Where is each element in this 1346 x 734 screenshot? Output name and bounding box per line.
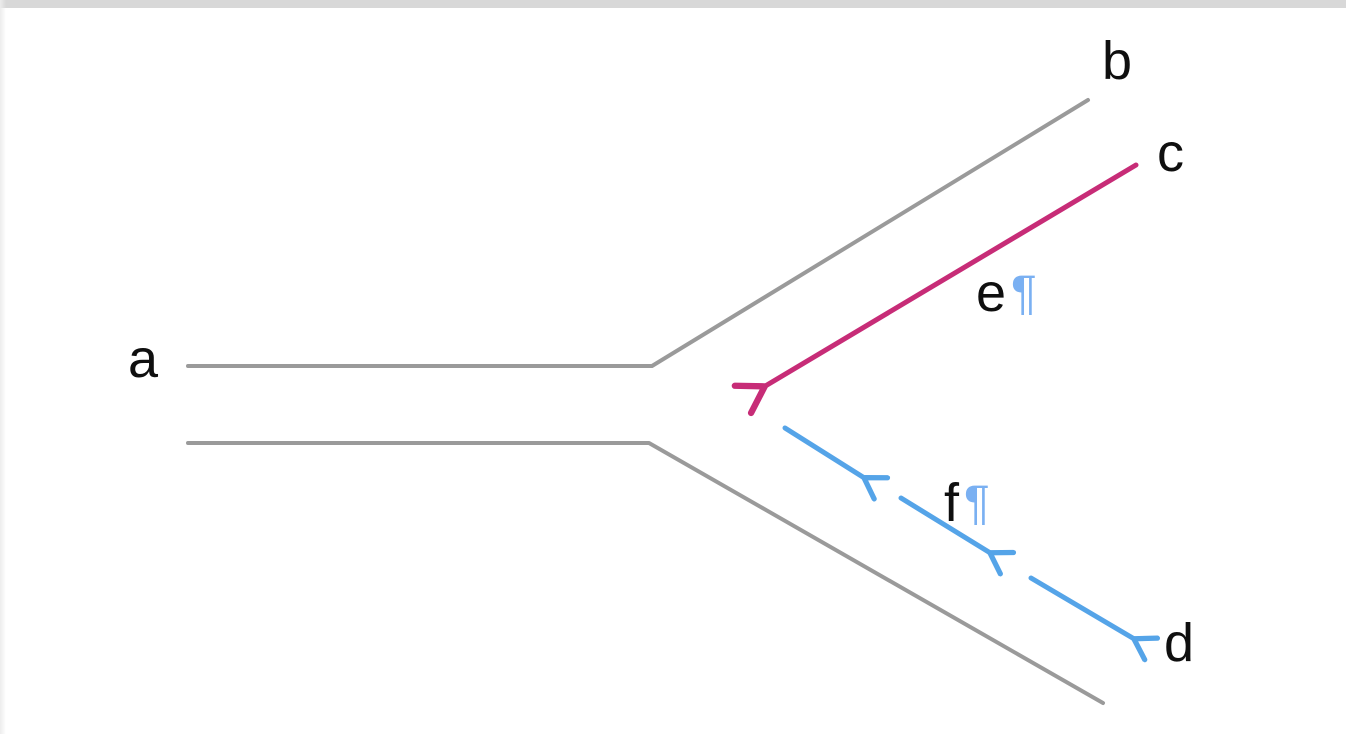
label-e-letter: e xyxy=(976,263,1007,323)
pilcrow-mark-e: ¶ xyxy=(1011,267,1037,320)
label-b: b xyxy=(1102,31,1133,91)
label-f-letter: f xyxy=(944,473,960,533)
label-d: d xyxy=(1164,613,1195,673)
pilcrow-mark-f: ¶ xyxy=(964,477,990,530)
diverge-arrow-segment-3 xyxy=(1028,575,1136,640)
window-left-edge xyxy=(0,0,6,734)
road-upper-branch xyxy=(186,98,1090,368)
label-c: c xyxy=(1157,123,1184,183)
label-a: a xyxy=(128,329,159,389)
road-lower-branch xyxy=(186,441,1105,705)
diverge-arrow-segment-1 xyxy=(782,425,866,479)
label-f: f¶ xyxy=(944,476,990,530)
diverge-arrow-segment-2 xyxy=(898,495,992,554)
merge-arrow-c xyxy=(731,162,1139,417)
label-e: e¶ xyxy=(976,266,1037,320)
window-top-edge xyxy=(0,0,1346,8)
